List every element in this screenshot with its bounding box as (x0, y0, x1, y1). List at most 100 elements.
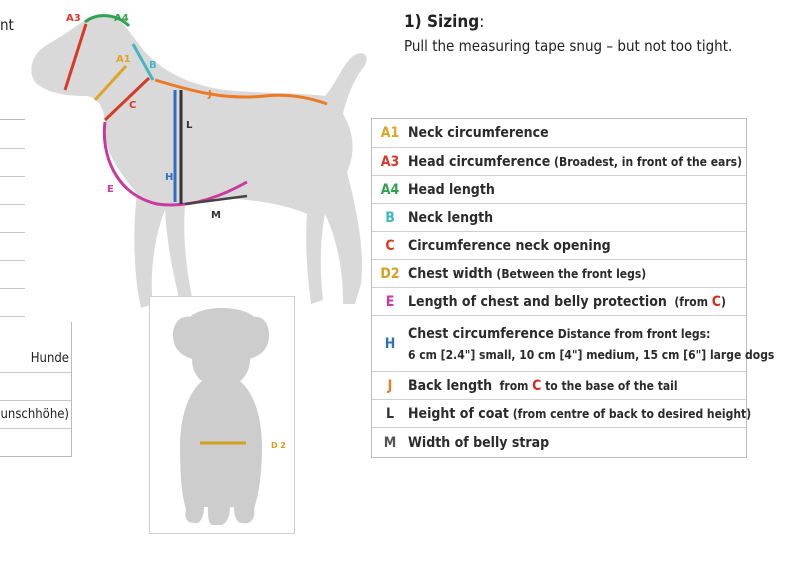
legend-label-main: Width of belly strap (408, 435, 550, 451)
sizing-heading: 1) Sizing: (404, 12, 485, 32)
legend-label: Circumference neck opening (408, 238, 611, 254)
legend-text-wrap: Neck length (408, 210, 493, 226)
legend-label: Head length (408, 182, 495, 198)
legend-row: D2 Chest width (Between the front legs) (372, 259, 746, 288)
legend-label: Chest circumference Distance from front … (408, 326, 774, 342)
legend-label-note: (from centre of back to desired height) (508, 407, 752, 421)
legend-row: L Height of coat (from centre of back to … (372, 399, 751, 428)
legend-code: H (384, 336, 396, 352)
legend-row: E Length of chest and belly protection (f… (372, 287, 746, 316)
legend-label: Chest width (Between the front legs) (408, 266, 646, 282)
label-d2: D 2 (271, 441, 286, 450)
dog-side-diagram: A3 A4 A1 B C J L H E M (25, 4, 371, 322)
legend-label-main: Height of coat (408, 406, 509, 422)
legend-label-main: Length of chest and belly protection (408, 294, 667, 310)
legend-label-note: ) (720, 295, 726, 309)
label-a1: A1 (116, 54, 131, 65)
legend-code: A3 (380, 154, 400, 170)
label-j: J (207, 89, 212, 100)
legend-text-wrap: Width of belly strap (408, 435, 549, 451)
label-a3: A3 (66, 13, 81, 24)
cropped-table-cell: unschhöhe) (0, 407, 69, 422)
legend-code: M (383, 435, 397, 451)
cropped-table-row: unschhöhe) (0, 400, 71, 429)
legend-row: C Circumference neck opening (372, 231, 746, 260)
legend-text-wrap: Neck circumference (408, 125, 549, 141)
label-h: H (165, 172, 173, 183)
legend-label: Height of coat (from centre of back to d… (408, 406, 751, 422)
legend-text-wrap: Back length from C to the base of the ta… (408, 378, 678, 394)
cropped-table-cell: Hunde (30, 351, 69, 366)
dog-front-svg: D 2 (172, 308, 286, 525)
dog-front-silhouette (172, 308, 270, 525)
sizing-description: Pull the measuring tape snug – but not t… (404, 37, 733, 55)
label-a4: A4 (114, 13, 129, 24)
legend-code: A4 (380, 182, 400, 198)
legend-label-main: Chest circumference (408, 326, 554, 342)
legend-row: J Back length from C to the base of the t… (372, 371, 746, 400)
legend-label-main: Back length (408, 378, 493, 394)
legend-label: Neck circumference (408, 125, 549, 141)
label-l: L (186, 120, 193, 131)
legend-label-main: Chest width (408, 266, 493, 282)
legend-label-main: Neck length (408, 210, 494, 226)
legend-code: A1 (380, 125, 400, 141)
cropped-left-text: nt (0, 16, 14, 34)
legend-code: E (385, 294, 395, 310)
label-c: C (129, 100, 136, 111)
legend-label-detail: 6 cm [2.4"] small, 10 cm [4"] medium, 15… (408, 348, 775, 362)
legend-label-note: from (492, 379, 533, 393)
legend-row: H Chest circumference Distance from front… (372, 315, 774, 372)
legend-code: D2 (380, 266, 400, 282)
legend-label-note: (from (666, 295, 712, 309)
dog-side-svg: A3 A4 A1 B C J L H E M (31, 13, 367, 308)
legend-code: B (385, 210, 395, 226)
legend-label-note: (Between the front legs) (492, 267, 647, 281)
legend-label-main: Neck circumference (408, 125, 549, 141)
line-c (103, 76, 151, 122)
cropped-table-row (0, 428, 71, 456)
label-e: E (107, 184, 114, 195)
dog-silhouette (31, 15, 367, 308)
dog-front-diagram: D 2 (149, 296, 295, 534)
legend-label: Neck length (408, 210, 493, 226)
legend-label-ref: C (532, 378, 542, 394)
legend-code: L (385, 406, 395, 422)
line-b (131, 43, 155, 81)
legend-label: Head circumference (Broadest, in front o… (408, 154, 742, 170)
legend-label-main: Head circumference (408, 154, 551, 170)
legend-label-note: to the base of the tail (541, 379, 678, 393)
legend-label-note: Distance from front legs: (553, 327, 711, 341)
legend-text-wrap: Circumference neck opening (408, 238, 611, 254)
legend-code: J (387, 378, 393, 394)
legend-row: B Neck length (372, 203, 746, 232)
legend-label: Back length from C to the base of the ta… (408, 378, 678, 394)
legend-label-main: Circumference neck opening (408, 238, 611, 254)
legend-text-wrap: Head length (408, 182, 495, 198)
line-m (184, 194, 248, 206)
legend-row: A1 Neck circumference (372, 119, 746, 147)
legend-row: M Width of belly strap (372, 427, 746, 458)
legend-row: A3 Head circumference (Broadest, in front… (372, 147, 746, 176)
legend-text-wrap: Chest width (Between the front legs) (408, 266, 646, 282)
legend-label-note: (Broadest, in front of the ears) (550, 155, 743, 169)
line-e (102, 121, 248, 207)
legend-label: Length of chest and belly protection (fr… (408, 294, 726, 310)
line-a3 (63, 23, 88, 91)
cropped-table-row: Hunde (0, 316, 71, 373)
line-j (154, 78, 328, 106)
legend-label-main: Head length (408, 182, 495, 198)
legend-label-ref: C (711, 294, 721, 310)
cropped-table-row (0, 372, 71, 401)
legend-row: A4 Head length (372, 175, 746, 204)
legend-label: Width of belly strap (408, 435, 549, 451)
label-m: M (211, 210, 221, 221)
legend-text-wrap: Head circumference (Broadest, in front o… (408, 154, 742, 170)
label-b: B (149, 60, 157, 71)
legend-text-wrap: Chest circumference Distance from front … (408, 326, 774, 362)
line-a1 (93, 64, 128, 102)
legend-text-wrap: Height of coat (from centre of back to d… (408, 406, 751, 422)
legend-text-wrap: Length of chest and belly protection (fr… (408, 294, 726, 310)
legend-code: C (385, 238, 395, 254)
